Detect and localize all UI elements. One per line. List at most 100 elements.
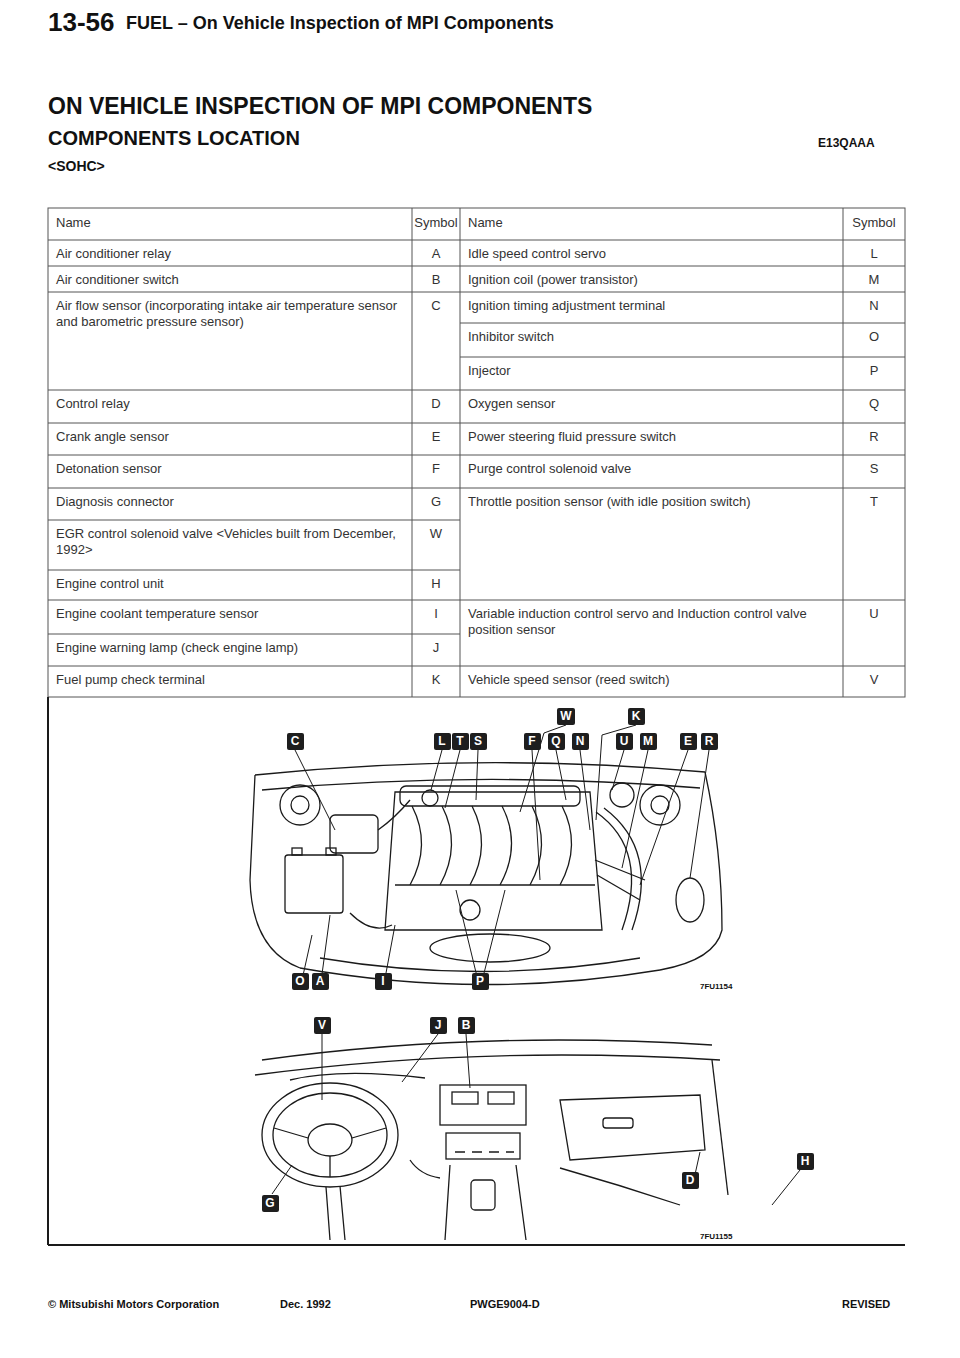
callout-text: P <box>476 975 484 987</box>
leader-line <box>295 750 335 830</box>
label-text: Ignition timing adjustment terminal <box>468 298 665 313</box>
label-text: Idle speed control servo <box>468 246 606 261</box>
table-cell: M <box>843 272 905 288</box>
callout-text: M <box>643 735 653 747</box>
callout-text: N <box>576 735 585 747</box>
door-pillar <box>712 1060 728 1195</box>
battery <box>285 855 343 913</box>
leader-line <box>456 890 505 989</box>
leader-line <box>445 750 460 808</box>
label-text: Fuel pump check terminal <box>56 672 205 687</box>
document-code: PWGE9004-D <box>470 1298 540 1312</box>
engine-variant: <SOHC> <box>48 158 105 176</box>
table-cell: Q <box>843 396 905 412</box>
label-text: Symbol <box>414 215 457 230</box>
label-text: A <box>432 246 441 261</box>
console <box>445 1165 526 1240</box>
table-cell: A <box>412 246 460 262</box>
label-text: V <box>870 672 879 687</box>
callout-letter: E <box>680 733 697 750</box>
leader-line <box>690 750 709 878</box>
table-cell: V <box>843 672 905 688</box>
label-text: Symbol <box>852 215 895 230</box>
label-text: R <box>869 429 878 444</box>
page-number: 13-56 <box>48 6 115 39</box>
leader-line <box>322 1034 323 1100</box>
leader-line <box>772 1170 800 1205</box>
reference-code: E13QAAA <box>818 136 875 151</box>
callout-letter: H <box>797 1153 814 1170</box>
label-text: EGR control solenoid valve <Vehicles bui… <box>56 526 396 557</box>
intake-runner <box>440 806 452 885</box>
table-cell: Detonation sensor <box>56 461 406 477</box>
leader-line <box>520 725 566 812</box>
label-text: Variable induction control servo and Ind… <box>468 606 807 637</box>
leader-line <box>532 750 540 880</box>
label-text: I <box>434 606 438 621</box>
callout-text: C <box>291 735 300 747</box>
callout-text: F <box>528 735 535 747</box>
callout-text: H <box>801 1155 810 1167</box>
table-rule <box>48 390 905 391</box>
callout-letter: T <box>452 733 469 750</box>
label-text: <SOHC> <box>48 158 105 174</box>
callout-letter: V <box>314 1017 331 1034</box>
label-text: N <box>869 298 878 313</box>
leader-line <box>640 750 688 885</box>
callout-letter: O <box>292 973 309 990</box>
label-text: 13-56 <box>48 7 115 37</box>
table-rule <box>48 570 460 571</box>
label-text: Crank angle sensor <box>56 429 169 444</box>
label-text: E13QAAA <box>818 136 875 150</box>
intake-runner <box>500 806 512 885</box>
callout-text: W <box>560 710 571 722</box>
callout-letter: Q <box>548 733 565 750</box>
callout-text: I <box>381 975 384 987</box>
audio-buttons <box>455 1151 514 1152</box>
table-cell: F <box>412 461 460 477</box>
label-text: © Mitsubishi Motors Corporation <box>48 1298 219 1310</box>
audio-unit <box>446 1133 520 1159</box>
revision-note: REVISED <box>842 1298 890 1312</box>
air-cleaner <box>330 815 378 853</box>
label-text: 7FU1154 <box>700 982 732 991</box>
steering-column <box>326 1186 345 1240</box>
label-text: Ignition coil (power transistor) <box>468 272 638 287</box>
table-cell: EGR control solenoid valve <Vehicles bui… <box>56 526 406 559</box>
table-rule <box>843 208 844 697</box>
battery-terminal <box>292 848 302 855</box>
table-cell: B <box>412 272 460 288</box>
callout-letter: L <box>434 733 451 750</box>
leader-lines <box>272 725 800 1205</box>
table-header: Symbol <box>843 215 905 231</box>
table-cell: Air conditioner relay <box>56 246 406 262</box>
table-cell: Engine control unit <box>56 576 406 592</box>
label-text: Diagnosis connector <box>56 494 174 509</box>
callout-letter: D <box>682 1172 699 1189</box>
callout-text: D <box>686 1174 695 1186</box>
leader-line <box>580 750 590 830</box>
strut-tower <box>291 796 309 814</box>
callout-letter: B <box>458 1017 475 1034</box>
label-text: FUEL – On Vehicle Inspection of MPI Comp… <box>126 13 554 33</box>
callout-text: K <box>632 710 641 722</box>
callout-letter: F <box>524 733 541 750</box>
callout-text: U <box>620 735 629 747</box>
steering-spoke <box>274 1128 386 1177</box>
intake-runner <box>410 806 422 885</box>
table-header: Name <box>56 215 91 231</box>
frame-line <box>48 1244 905 1246</box>
table-rule <box>460 208 461 697</box>
glove-box-handle <box>603 1118 633 1128</box>
callout-letter: S <box>470 733 487 750</box>
glove-box <box>560 1095 705 1160</box>
table-cell: T <box>843 494 905 510</box>
fender <box>250 775 300 968</box>
label-text: Engine control unit <box>56 576 164 591</box>
page-title: ON VEHICLE INSPECTION OF MPI COMPONENTS <box>48 92 592 121</box>
engine-bay-drawing <box>250 763 722 985</box>
figure-frame <box>48 697 905 1245</box>
table-cell: Vehicle speed sensor (reed switch) <box>468 672 838 688</box>
callout-letter: C <box>287 733 304 750</box>
subheading: COMPONENTS LOCATION <box>48 126 300 151</box>
